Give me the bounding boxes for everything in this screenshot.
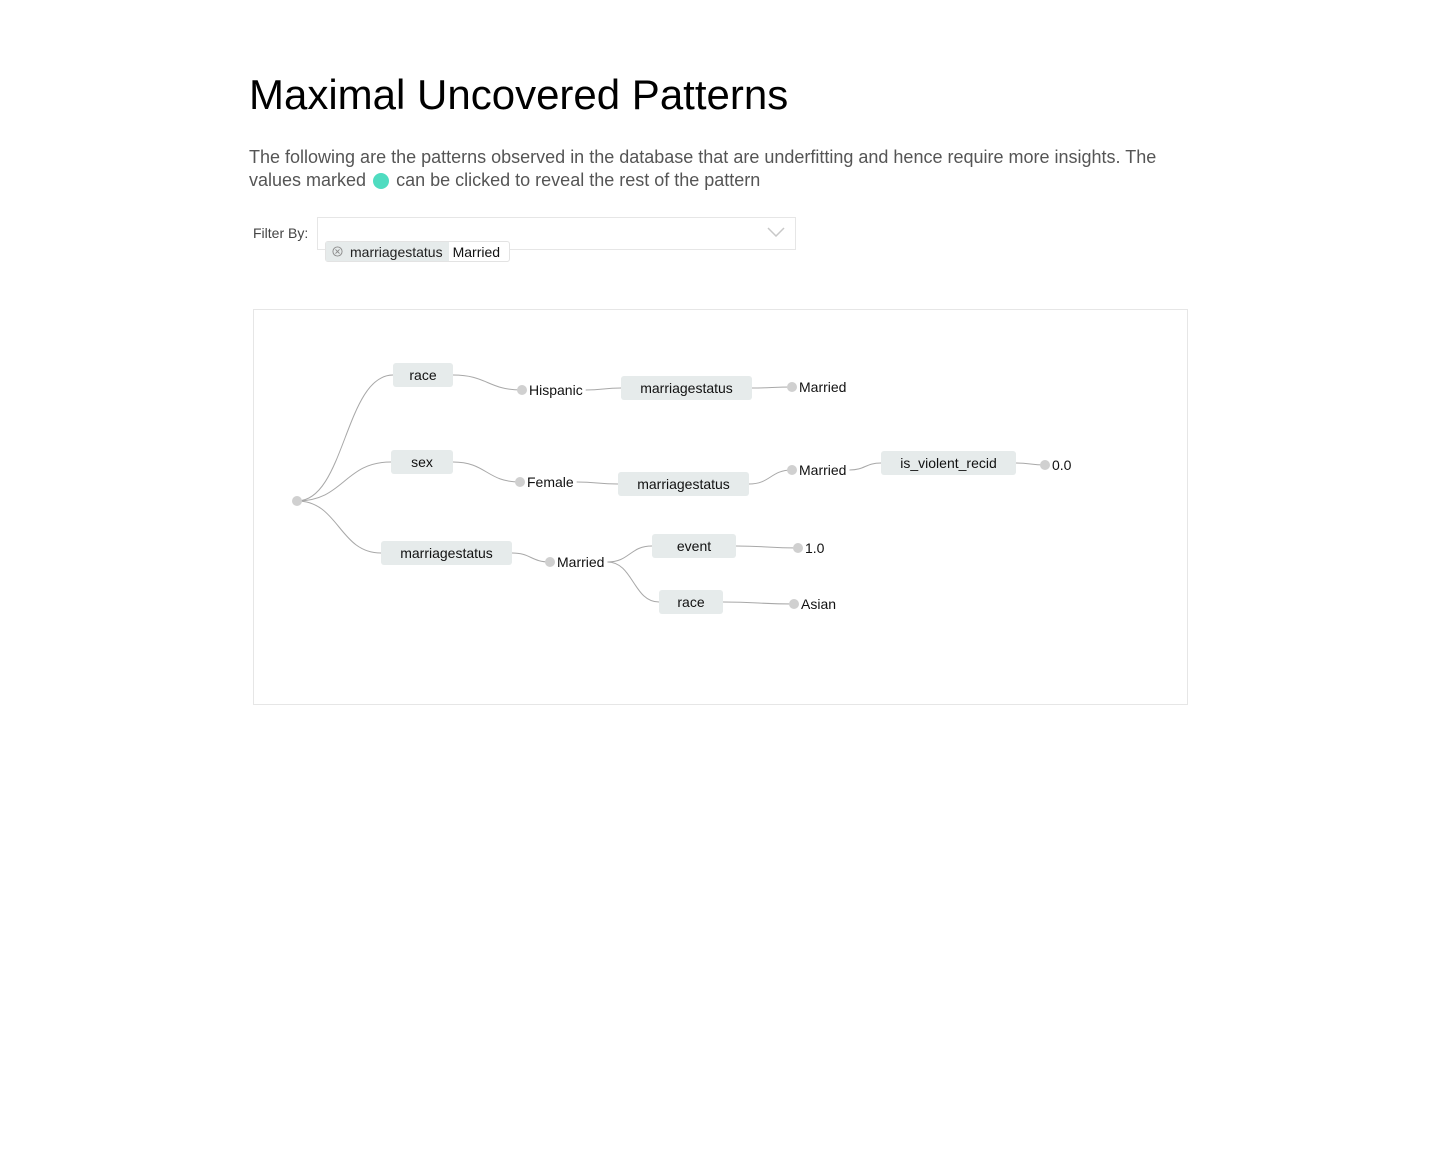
filter-label: Filter By: xyxy=(253,225,309,241)
attribute-node[interactable]: marriagestatus xyxy=(621,376,752,400)
root-node-icon[interactable] xyxy=(292,496,302,506)
value-label[interactable]: Married xyxy=(799,379,846,395)
value-node-icon[interactable] xyxy=(545,557,555,567)
tree-link xyxy=(576,481,619,485)
attribute-label: marriagestatus xyxy=(640,380,733,396)
attribute-label: is_violent_recid xyxy=(900,455,997,471)
tree-link xyxy=(296,500,382,554)
clickable-marker-icon xyxy=(373,172,390,189)
tree-link xyxy=(511,552,551,563)
filter-tag-value: Married xyxy=(452,243,501,260)
tree-link xyxy=(296,461,392,502)
attribute-node[interactable]: sex xyxy=(391,450,453,474)
description-text: The following are the patterns observed … xyxy=(249,147,1157,190)
value-label[interactable]: Married xyxy=(799,462,846,478)
value-node-icon[interactable] xyxy=(515,477,525,487)
tree-link xyxy=(452,461,521,483)
attribute-label: sex xyxy=(411,454,433,470)
tree-link xyxy=(722,601,795,605)
attribute-box[interactable] xyxy=(391,450,453,474)
tree-link xyxy=(607,561,660,603)
value-node-icon[interactable] xyxy=(1040,460,1050,470)
filter-tag-key: marriagestatus xyxy=(350,243,443,260)
value-label[interactable]: 1.0 xyxy=(805,540,825,556)
value-node-icon[interactable] xyxy=(787,465,797,475)
value-label[interactable]: Hispanic xyxy=(529,382,583,398)
value-label[interactable]: Asian xyxy=(801,596,836,612)
value-label[interactable]: 0.0 xyxy=(1052,457,1072,473)
page-description: The following are the patterns observed … xyxy=(249,146,1189,191)
tree-link xyxy=(452,374,523,391)
attribute-label: event xyxy=(677,538,711,554)
attribute-node[interactable]: race xyxy=(393,363,453,387)
attribute-box[interactable] xyxy=(621,376,752,400)
tree-link xyxy=(735,545,799,549)
value-node-icon[interactable] xyxy=(793,543,803,553)
attribute-box[interactable] xyxy=(659,590,723,614)
value-label[interactable]: Married xyxy=(557,554,604,570)
attribute-box[interactable] xyxy=(652,534,736,558)
page-title: Maximal Uncovered Patterns xyxy=(249,71,789,118)
description-text-end: can be clicked to reveal the rest of the… xyxy=(396,169,761,190)
value-node-icon[interactable] xyxy=(517,385,527,395)
tree-link xyxy=(748,469,793,485)
attribute-label: marriagestatus xyxy=(637,476,730,492)
tree-link xyxy=(751,386,793,389)
attribute-node[interactable]: event xyxy=(652,534,736,558)
filter-tag[interactable]: marriagestatus Married xyxy=(325,241,511,262)
attribute-box[interactable] xyxy=(881,451,1016,475)
tree-link xyxy=(585,387,622,391)
attribute-box[interactable] xyxy=(618,472,749,496)
tree-link xyxy=(849,462,882,471)
value-node-icon[interactable] xyxy=(789,599,799,609)
chevron-down-icon[interactable] xyxy=(767,227,785,237)
attribute-box[interactable] xyxy=(381,541,512,565)
attribute-node[interactable]: is_violent_recid xyxy=(881,451,1016,475)
attribute-box[interactable] xyxy=(393,363,453,387)
value-node-icon[interactable] xyxy=(787,382,797,392)
value-label[interactable]: Female xyxy=(527,474,574,490)
attribute-node[interactable]: marriagestatus xyxy=(618,472,749,496)
attribute-label: race xyxy=(409,367,436,383)
attribute-label: race xyxy=(677,594,704,610)
remove-tag-icon[interactable] xyxy=(332,246,343,257)
attribute-node[interactable]: marriagestatus xyxy=(381,541,512,565)
filter-tag-key-area: marriagestatus xyxy=(326,242,449,261)
attribute-node[interactable]: race xyxy=(659,590,723,614)
attribute-label: marriagestatus xyxy=(400,545,493,561)
tree-link xyxy=(296,374,394,502)
tree-link xyxy=(607,545,653,563)
